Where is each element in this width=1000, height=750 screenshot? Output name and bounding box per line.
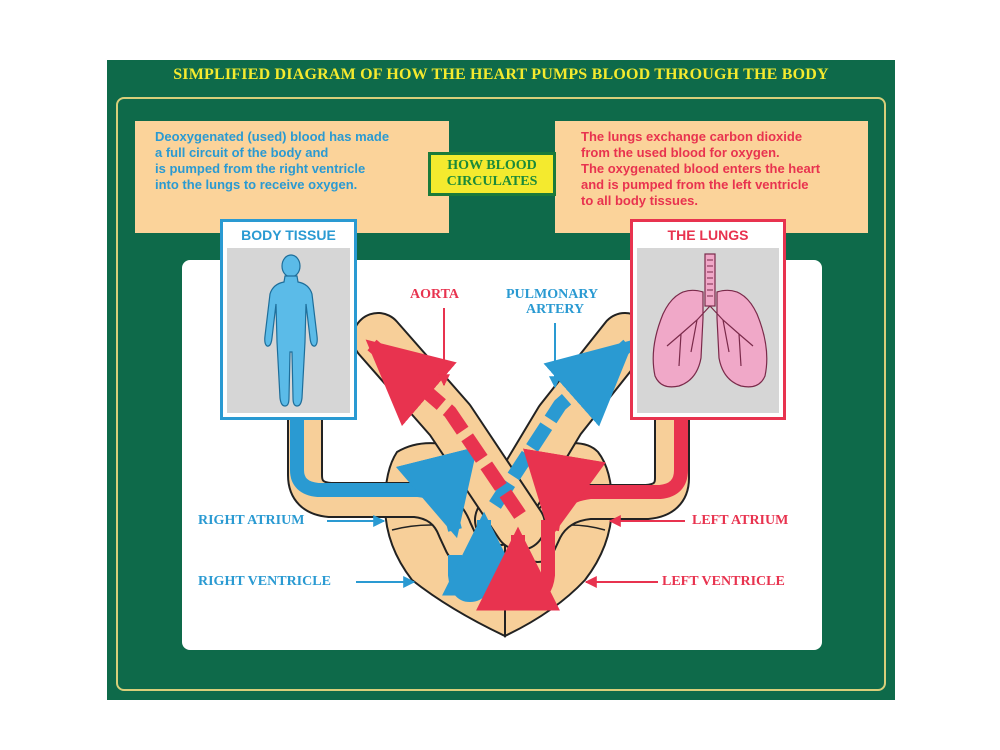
note-line: The lungs exchange carbon dioxide: [581, 129, 803, 144]
note-line: a full circuit of the body and: [155, 145, 329, 160]
pulmonary-artery-label-line2: ARTERY: [526, 302, 585, 317]
aorta-label: AORTA: [410, 287, 460, 302]
human-figure-icon: [264, 254, 318, 407]
left-ventricle-label: LEFT VENTRICLE: [662, 574, 785, 589]
vessels: [287, 312, 690, 563]
badge-line: CIRCULATES: [446, 174, 538, 189]
inner-frame: [116, 97, 886, 691]
body-tissue-title: BODY TISSUE: [241, 227, 336, 243]
right-ventricle-label: RIGHT VENTRICLE: [198, 574, 331, 589]
oxygenated-flow: [365, 339, 688, 611]
right-atrium-label: RIGHT ATRIUM: [198, 513, 305, 528]
note-line: The oxygenated blood enters the heart: [581, 161, 821, 176]
note-line: and is pumped from the left ventricle: [581, 177, 809, 192]
oxygenated-note: The lungs exchange carbon dioxide from t…: [555, 121, 868, 233]
body-tissue-box: BODY TISSUE: [220, 219, 357, 420]
left-atrium-label: LEFT ATRIUM: [692, 513, 789, 528]
note-line: from the used blood for oxygen.: [581, 145, 780, 160]
body-tissue-image: [227, 248, 350, 413]
deoxygenated-note: Deoxygenated (used) blood has made a ful…: [135, 121, 449, 233]
note-line: is pumped from the right ventricle: [155, 161, 366, 176]
lungs-icon: [652, 253, 768, 388]
lungs-image: [637, 248, 779, 413]
note-line: into the lungs to receive oxygen.: [155, 177, 358, 192]
how-blood-circulates-badge: HOW BLOOD CIRCULATES: [428, 152, 556, 196]
note-line: Deoxygenated (used) blood has made: [155, 129, 390, 144]
pulmonary-artery-label-line1: PULMONARY: [506, 287, 599, 302]
badge-line: HOW BLOOD: [447, 158, 537, 173]
note-line: to all body tissues.: [581, 193, 699, 208]
label-pointers: [327, 308, 685, 588]
diagram-title: SIMPLIFIED DIAGRAM OF HOW THE HEART PUMP…: [173, 66, 829, 83]
lungs-box: THE LUNGS: [630, 219, 786, 420]
lungs-title: THE LUNGS: [667, 227, 749, 243]
